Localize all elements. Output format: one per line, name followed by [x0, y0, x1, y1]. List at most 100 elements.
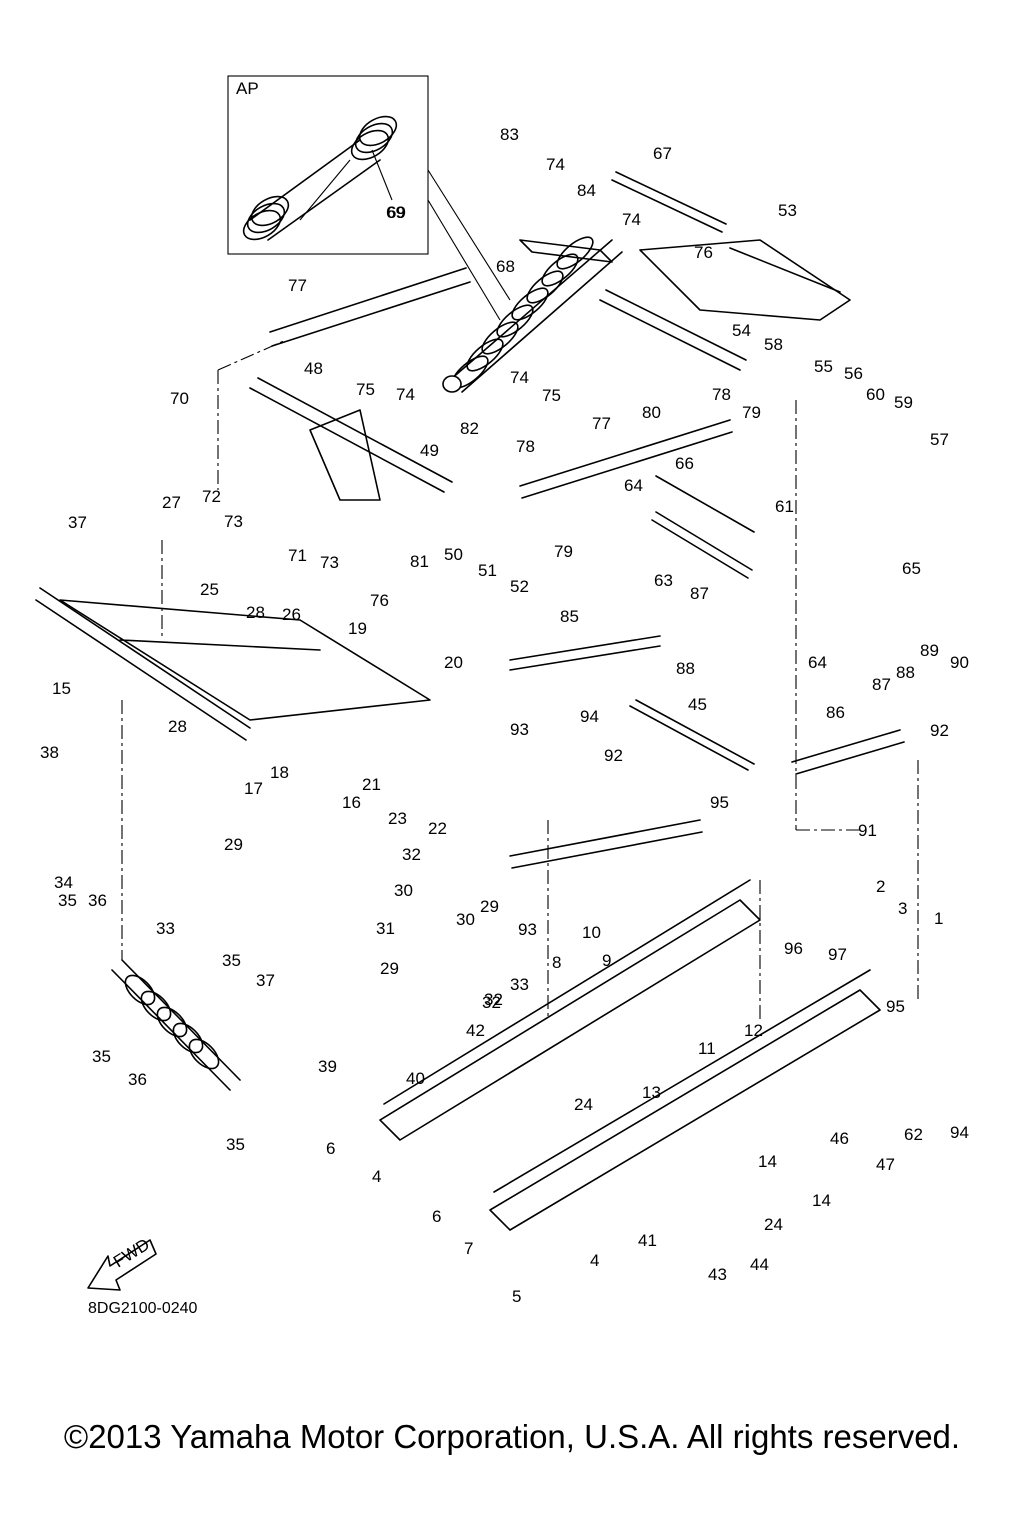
callout-21: 21 — [362, 775, 381, 794]
callout-11: 11 — [698, 1039, 716, 1058]
callout-69: 69 — [386, 203, 405, 222]
callout-76: 76 — [370, 591, 389, 610]
callout-23: 23 — [388, 809, 407, 828]
callout-19: 19 — [348, 619, 367, 638]
callout-94: 94 — [580, 707, 599, 726]
callout-14: 14 — [758, 1152, 777, 1171]
callout-47: 47 — [876, 1155, 895, 1174]
callout-74: 74 — [546, 155, 565, 174]
callout-35: 35 — [58, 891, 77, 910]
callout-78: 78 — [712, 385, 731, 404]
callout-55: 55 — [814, 357, 833, 376]
callout-87: 87 — [872, 675, 891, 694]
callout-33: 33 — [510, 975, 529, 994]
callout-95: 95 — [886, 997, 905, 1016]
callout-36: 36 — [128, 1070, 147, 1089]
callout-42: 42 — [466, 1021, 485, 1040]
slide-rails — [379, 879, 881, 1231]
callout-6: 6 — [432, 1207, 441, 1226]
callout-52: 52 — [510, 577, 529, 596]
callout-13: 13 — [642, 1083, 661, 1102]
callout-54: 54 — [732, 321, 751, 340]
callout-75: 75 — [542, 386, 561, 405]
callout-87: 87 — [690, 584, 709, 603]
callout-57: 57 — [930, 430, 949, 449]
callout-31: 31 — [376, 919, 395, 938]
copyright-notice: ©2013 Yamaha Motor Corporation, U.S.A. A… — [63, 1418, 961, 1455]
callout-86: 86 — [826, 703, 845, 722]
callout-91: 91 — [858, 821, 877, 840]
callout-92: 92 — [604, 746, 623, 765]
callout-73: 73 — [320, 553, 339, 572]
callout-88: 88 — [676, 659, 695, 678]
callout-22: 22 — [428, 819, 447, 838]
callout-74: 74 — [510, 368, 529, 387]
callout-94: 94 — [950, 1123, 969, 1142]
callout-16: 16 — [342, 793, 361, 812]
callout-24: 24 — [764, 1215, 783, 1234]
callout-79: 79 — [554, 542, 573, 561]
callout-4: 4 — [590, 1251, 599, 1270]
callout-29: 29 — [224, 835, 243, 854]
callout-14: 14 — [812, 1191, 831, 1210]
callout-58: 58 — [764, 335, 783, 354]
callout-8: 8 — [552, 953, 561, 972]
slide-frame-16 — [35, 587, 431, 741]
callout-25: 25 — [200, 580, 219, 599]
callout-84: 84 — [577, 181, 596, 200]
rods — [269, 171, 905, 869]
callout-64: 64 — [808, 653, 827, 672]
callout-20: 20 — [444, 653, 463, 672]
callout-32: 32 — [482, 993, 501, 1012]
callout-30: 30 — [394, 881, 413, 900]
callout-72: 72 — [202, 487, 221, 506]
callout-68: 68 — [496, 257, 515, 276]
inset-label: AP — [236, 79, 259, 98]
callout-85: 85 — [560, 607, 579, 626]
callout-88: 88 — [896, 663, 915, 682]
callout-40: 40 — [406, 1069, 425, 1088]
inset-ap: AP 69 — [227, 75, 511, 321]
callout-10: 10 — [582, 923, 601, 942]
callout-76: 76 — [694, 243, 713, 262]
callout-32: 32 — [402, 845, 421, 864]
callout-90: 90 — [950, 653, 969, 672]
callout-3: 3 — [898, 899, 907, 918]
callout-75: 75 — [356, 380, 375, 399]
callout-71: 71 — [288, 546, 307, 565]
callout-9: 9 — [602, 951, 611, 970]
callout-1: 1 — [934, 909, 943, 928]
callout-69-inset: 69 — [387, 203, 406, 222]
upper-shock — [442, 236, 623, 393]
callout-35: 35 — [222, 951, 241, 970]
callout-59: 59 — [894, 393, 913, 412]
callout-56: 56 — [844, 364, 863, 383]
callout-27: 27 — [162, 493, 181, 512]
callout-4: 4 — [372, 1167, 381, 1186]
callout-78: 78 — [516, 437, 535, 456]
callout-65: 65 — [902, 559, 921, 578]
callout-12: 12 — [744, 1021, 763, 1040]
callout-2: 2 — [876, 877, 885, 896]
callout-66: 66 — [675, 454, 694, 473]
callout-38: 38 — [40, 743, 59, 762]
callout-7: 7 — [464, 1239, 473, 1258]
callout-28: 28 — [168, 717, 187, 736]
callout-89: 89 — [920, 641, 939, 660]
callout-60: 60 — [866, 385, 885, 404]
callout-15: 15 — [52, 679, 71, 698]
callout-30: 30 — [456, 910, 475, 929]
callout-26: 26 — [282, 605, 301, 624]
front-shock-34 — [111, 959, 241, 1091]
reference-lines — [121, 339, 919, 1020]
callout-28: 28 — [246, 603, 265, 622]
callout-45: 45 — [688, 695, 707, 714]
callout-33: 33 — [156, 919, 175, 938]
callout-48: 48 — [304, 359, 323, 378]
callout-41: 41 — [638, 1231, 657, 1250]
callout-29: 29 — [480, 897, 499, 916]
callout-18: 18 — [270, 763, 289, 782]
callout-29: 29 — [380, 959, 399, 978]
callout-36: 36 — [88, 891, 107, 910]
